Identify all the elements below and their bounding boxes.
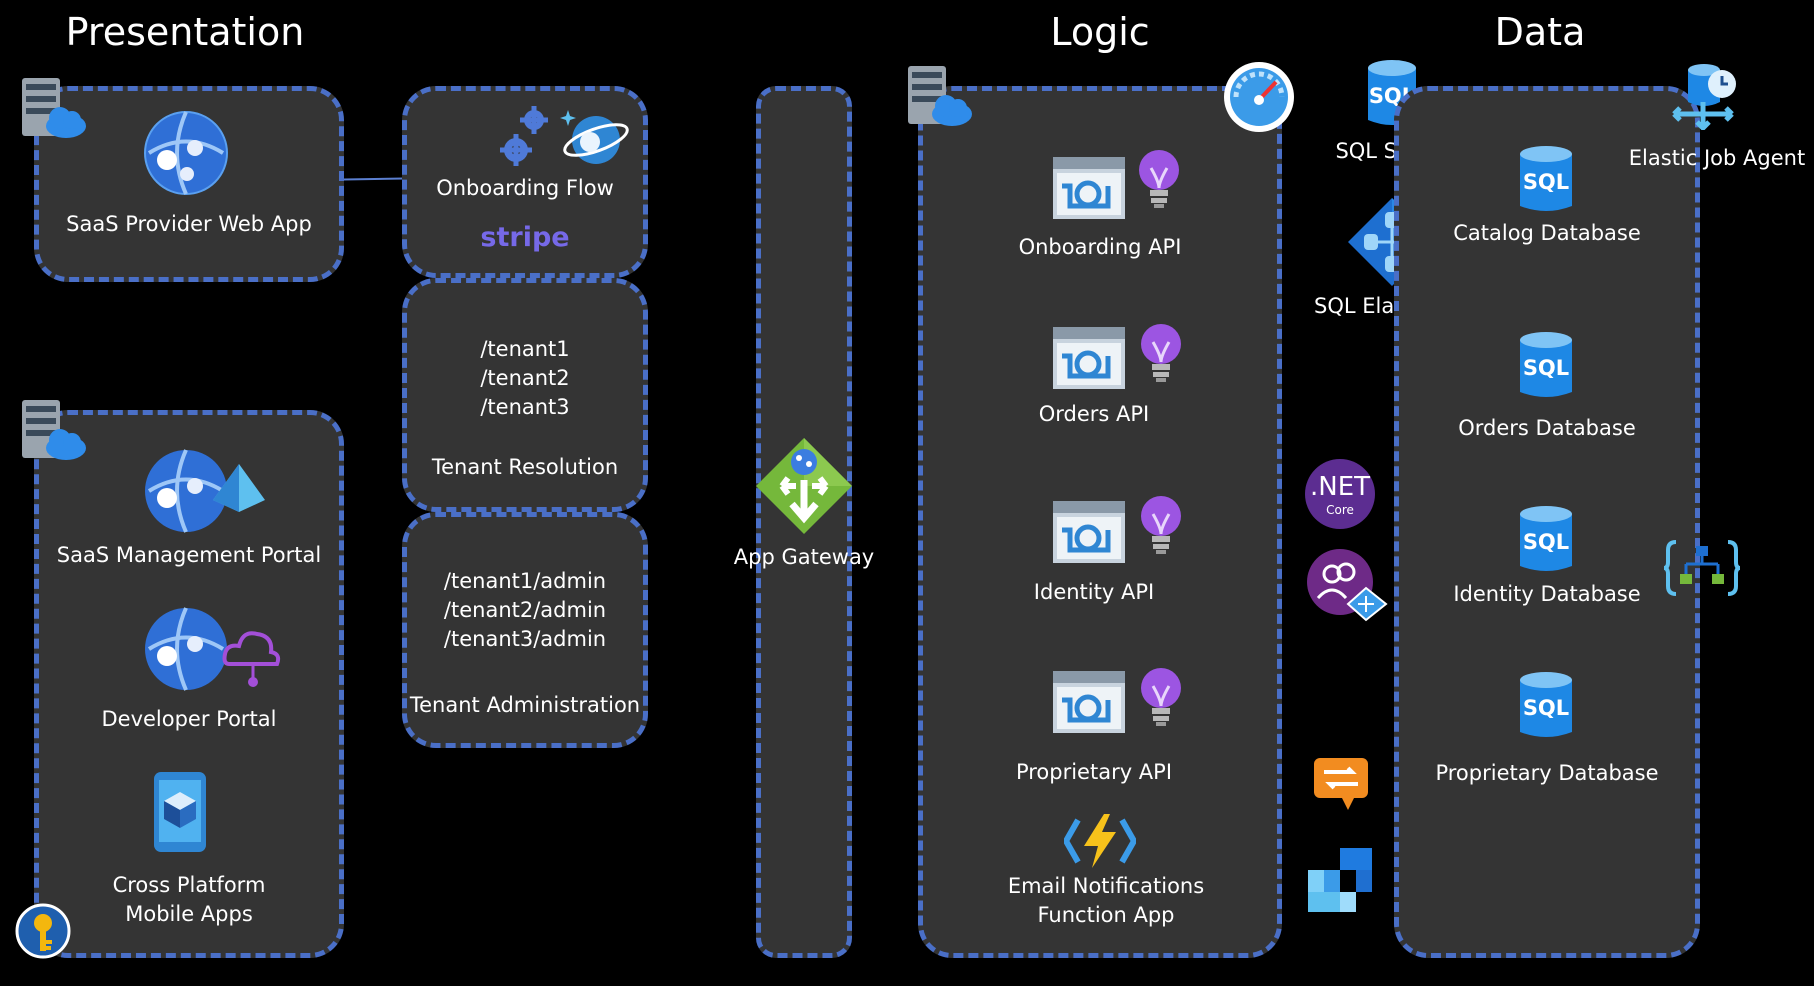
- api-label-orders: Orders API: [1038, 402, 1150, 426]
- api-app-icon: [1053, 157, 1125, 219]
- tenant-admin-label: Tenant Administration: [409, 693, 641, 717]
- cosmos-db-icon: [560, 110, 629, 164]
- api-app-icon: [1053, 501, 1125, 563]
- sql-database-icon: [1520, 146, 1572, 211]
- function-app-icon: [1064, 814, 1136, 868]
- management-portal-label: SaaS Management Portal: [56, 543, 322, 567]
- sql-database-icon: [1520, 332, 1572, 397]
- dotnet-main-text: .NET: [1309, 472, 1371, 502]
- data-factory-braces-icon: [1664, 540, 1740, 596]
- developer-portal-label: Developer Portal: [101, 707, 277, 731]
- data-header: Data: [1494, 10, 1586, 54]
- elastic-job-agent-icon: [1672, 64, 1736, 130]
- server-cloud-icon: [22, 78, 86, 138]
- dotnet-core-icon: [1305, 459, 1375, 529]
- key-vault-icon: [15, 903, 71, 959]
- function-app-label-line2: Function App: [1037, 903, 1175, 927]
- tenant-admin-path-2: /tenant2/admin: [443, 598, 607, 622]
- logic-header: Logic: [1050, 10, 1150, 54]
- presentation-header: Presentation: [65, 10, 305, 54]
- tenant-path-3: /tenant3: [480, 395, 570, 419]
- function-app-label-line1: Email Notifications: [1007, 874, 1205, 898]
- server-cloud-icon: [908, 66, 972, 126]
- sql-database-icon-text: SQL: [1522, 170, 1570, 194]
- app-insights-icon: [1141, 668, 1181, 726]
- tenant-path-2: /tenant2: [480, 366, 570, 390]
- sql-database-icon-text: SQL: [1522, 696, 1570, 720]
- orders-database-label: Orders Database: [1458, 416, 1636, 440]
- dotnet-sub-text: Core: [1326, 503, 1354, 517]
- messaging-icon: [1314, 758, 1368, 810]
- developer-portal-icon: [145, 607, 281, 691]
- tenant-resolution-label: Tenant Resolution: [431, 455, 619, 479]
- storage-blocks-icon: [1308, 848, 1372, 912]
- stripe-logo: stripe: [480, 222, 570, 253]
- management-portal-icon: [145, 449, 265, 533]
- sql-database-icon: [1520, 506, 1572, 571]
- app-insights-icon: [1141, 324, 1181, 382]
- gears-icon: [500, 106, 548, 166]
- mobile-apps-label-line2: Mobile Apps: [125, 902, 253, 926]
- app-insights-icon: [1141, 496, 1181, 554]
- elastic-job-agent-label: Elastic Job Agent: [1628, 146, 1806, 170]
- app-gateway-icon: [756, 438, 852, 534]
- mobile-device-icon: [154, 772, 206, 852]
- api-app-icon: [1053, 671, 1125, 733]
- proprietary-database-label: Proprietary Database: [1435, 761, 1659, 785]
- server-cloud-icon: [22, 400, 86, 460]
- app-gateway-label: App Gateway: [733, 545, 875, 569]
- tenant-admin-path-3: /tenant3/admin: [443, 627, 607, 651]
- app-insights-icon: [1139, 150, 1179, 208]
- identity-users-icon: [1307, 549, 1388, 622]
- api-label-onboarding: Onboarding API: [1018, 235, 1182, 259]
- sql-database-icon-text: SQL: [1522, 356, 1570, 380]
- web-app-label: SaaS Provider Web App: [66, 212, 312, 236]
- catalog-database-label: Catalog Database: [1453, 221, 1641, 245]
- sql-database-icon-text: SQL: [1522, 530, 1570, 554]
- tenant-path-1: /tenant1: [480, 337, 570, 361]
- sql-database-icon: [1520, 672, 1572, 737]
- onboarding-flow-label: Onboarding Flow: [436, 176, 614, 200]
- tenant-admin-box: [402, 512, 648, 748]
- tenant-resolution-box: [402, 278, 648, 512]
- connector-line: [343, 177, 405, 181]
- api-label-proprietary: Proprietary API: [1015, 760, 1173, 784]
- api-app-icon: [1053, 327, 1125, 389]
- api-label-identity: Identity API: [1033, 580, 1155, 604]
- web-app-globe-icon: [144, 111, 228, 195]
- tenant-admin-path-1: /tenant1/admin: [443, 569, 607, 593]
- identity-database-label: Identity Database: [1453, 582, 1641, 606]
- gauge-icon: [1224, 62, 1294, 132]
- mobile-apps-label-line1: Cross Platform: [112, 873, 266, 897]
